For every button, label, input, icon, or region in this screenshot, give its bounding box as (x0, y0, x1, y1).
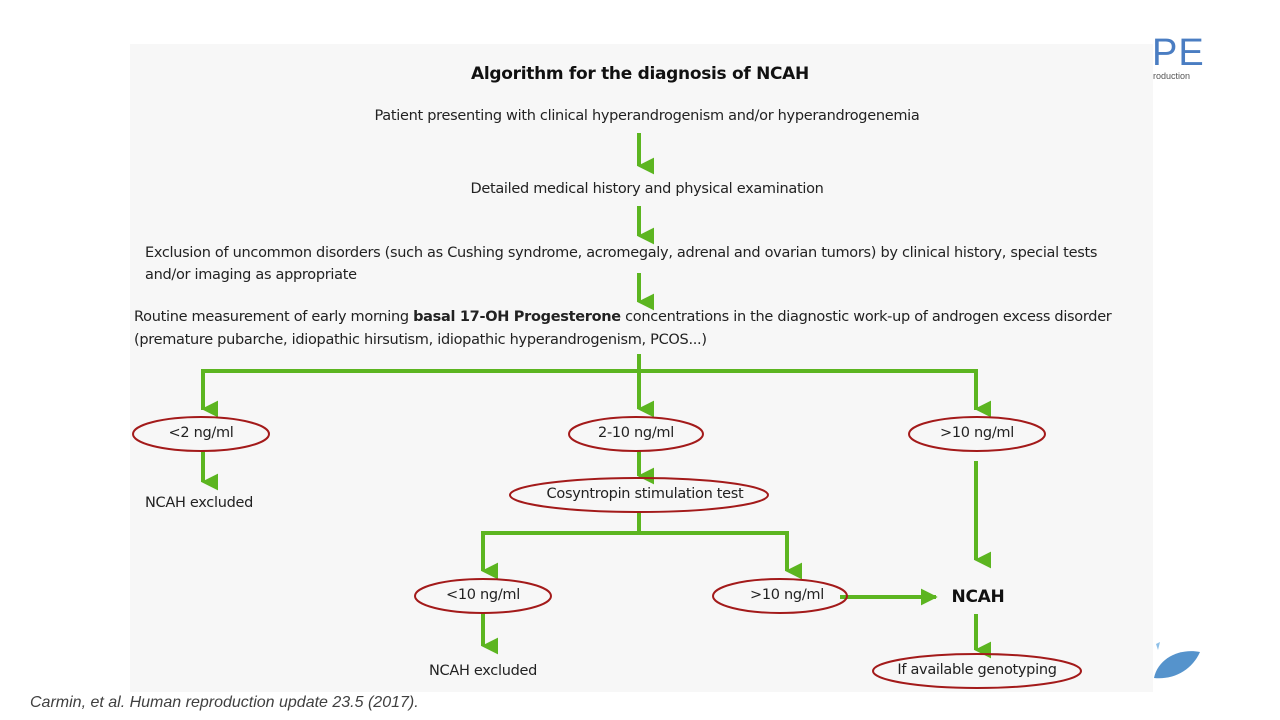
citation: Carmin, et al. Human reproduction update… (30, 694, 419, 711)
stim-low-result-ncah-excluded: NCAH excluded (428, 663, 538, 679)
logo-leaf-icon (1154, 642, 1200, 679)
ellipse-mid (568, 416, 704, 452)
step-medical-history: Detailed medical history and physical ex… (470, 181, 824, 197)
branch-high-label: >10 ng/ml (940, 425, 1014, 441)
branch-mid-label: 2-10 ng/ml (598, 425, 674, 441)
ellipse-cosyntropin (509, 477, 769, 513)
ellipse-low (132, 416, 270, 452)
cosyntropin-test-label: Cosyntropin stimulation test (546, 486, 744, 502)
ellipse-genotyping (872, 653, 1082, 689)
step-routine-measurement-line2: (premature pubarche, idiopathic hirsutis… (134, 332, 707, 348)
ellipse-stim-low (414, 578, 552, 614)
step-patient-presenting: Patient presenting with clinical hyperan… (374, 108, 920, 124)
connector-split-bar (201, 369, 978, 410)
step-routine-measurement-line1: Routine measurement of early morning bas… (134, 309, 1112, 325)
stim-low-label: <10 ng/ml (446, 587, 520, 603)
step4-post-text: concentrations in the diagnostic work-up… (620, 309, 1112, 325)
ncah-diagnosis: NCAH (951, 587, 1005, 607)
logo-text: PE (1152, 32, 1205, 74)
diagram-title: Algorithm for the diagnosis of NCAH (471, 64, 809, 84)
step4-bold-text: basal 17-OH Progesterone (413, 309, 621, 325)
logo-subtext: roduction (1153, 71, 1191, 81)
branch-low-label: <2 ng/ml (168, 425, 234, 441)
low-result-ncah-excluded: NCAH excluded (145, 495, 254, 511)
step-exclusion-line2: and/or imaging as appropriate (145, 267, 357, 283)
step4-pre-text: Routine measurement of early morning (134, 309, 414, 325)
diagram-panel (130, 44, 1153, 692)
ellipse-stim-high (712, 578, 848, 614)
genotyping-label: If available genotyping (897, 662, 1057, 678)
ellipse-high (908, 416, 1046, 452)
step-exclusion-line1: Exclusion of uncommon disorders (such as… (145, 245, 1098, 261)
stim-high-label: >10 ng/ml (750, 587, 824, 603)
